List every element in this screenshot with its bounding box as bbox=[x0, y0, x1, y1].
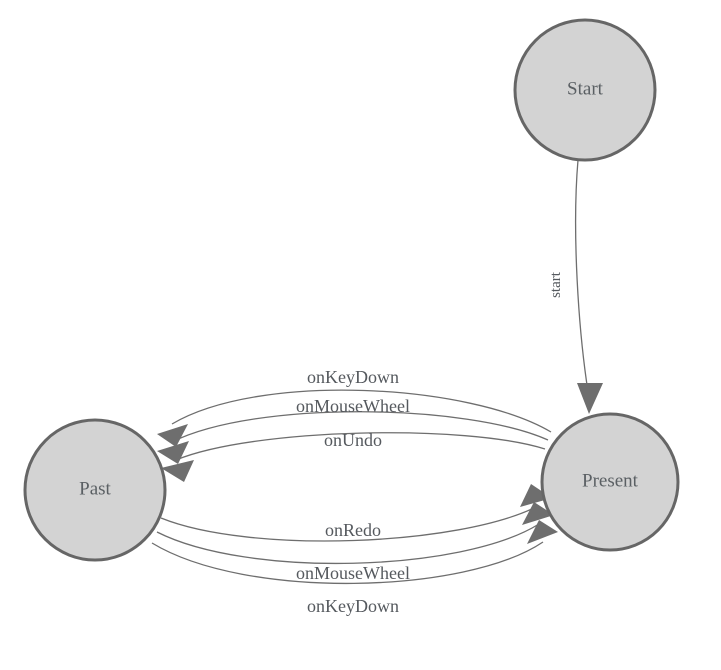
edge-label-present-to-past-onundo: onUndo bbox=[324, 430, 382, 450]
node-present-circle bbox=[540, 412, 680, 552]
arrowhead-into-present-2 bbox=[522, 502, 554, 525]
edge-label-past-to-present-onmousewheel: onMouseWheel bbox=[296, 563, 410, 583]
edge-past-to-present-onkeydown[interactable]: onKeyDown bbox=[151, 520, 558, 616]
edge-label-past-to-present-onkeydown: onKeyDown bbox=[307, 596, 399, 616]
arrowhead-into-past-2 bbox=[157, 441, 189, 464]
edge-present-to-past-onkeydown-path bbox=[171, 389, 552, 433]
edge-present-to-past-onundo-path bbox=[175, 432, 546, 461]
edge-label-present-to-past-onkeydown: onKeyDown bbox=[307, 367, 399, 387]
edge-present-to-past-onmousewheel-path bbox=[171, 411, 549, 443]
arrowhead-into-past-3 bbox=[161, 460, 194, 482]
edge-start-to-present[interactable]: start bbox=[548, 159, 603, 414]
node-present-label: Present bbox=[582, 470, 639, 491]
edge-present-to-past-onkeydown[interactable]: onKeyDown bbox=[157, 367, 552, 447]
edge-past-to-present-onredo[interactable]: onRedo bbox=[160, 484, 552, 542]
arrowhead-into-past-1 bbox=[157, 424, 188, 447]
edge-past-to-present-onmousewheel[interactable]: onMouseWheel bbox=[156, 502, 554, 583]
node-start[interactable]: Start bbox=[513, 18, 657, 162]
node-start-label: Start bbox=[567, 78, 604, 99]
edge-past-to-present-onredo-path bbox=[160, 505, 539, 542]
node-past-circle bbox=[23, 418, 167, 562]
node-present[interactable]: Present bbox=[540, 412, 680, 552]
arrowhead-into-present-1 bbox=[520, 484, 552, 507]
edge-past-to-present-onmousewheel-path bbox=[156, 523, 540, 565]
node-start-circle bbox=[513, 18, 657, 162]
arrowhead-into-present-top bbox=[577, 383, 603, 414]
edge-past-to-present-onkeydown-path bbox=[151, 541, 544, 585]
node-past-label: Past bbox=[79, 478, 111, 499]
node-past[interactable]: Past bbox=[23, 418, 167, 562]
edge-label-start: start bbox=[548, 271, 564, 298]
edge-present-to-past-onmousewheel[interactable]: onMouseWheel bbox=[157, 396, 549, 464]
edge-label-present-to-past-onmousewheel: onMouseWheel bbox=[296, 396, 410, 416]
edge-start-to-present-path bbox=[574, 159, 590, 399]
arrowhead-into-present-3 bbox=[527, 520, 558, 544]
edge-present-to-past-onundo[interactable]: onUndo bbox=[161, 430, 546, 482]
edge-label-past-to-present-onredo: onRedo bbox=[325, 520, 381, 540]
